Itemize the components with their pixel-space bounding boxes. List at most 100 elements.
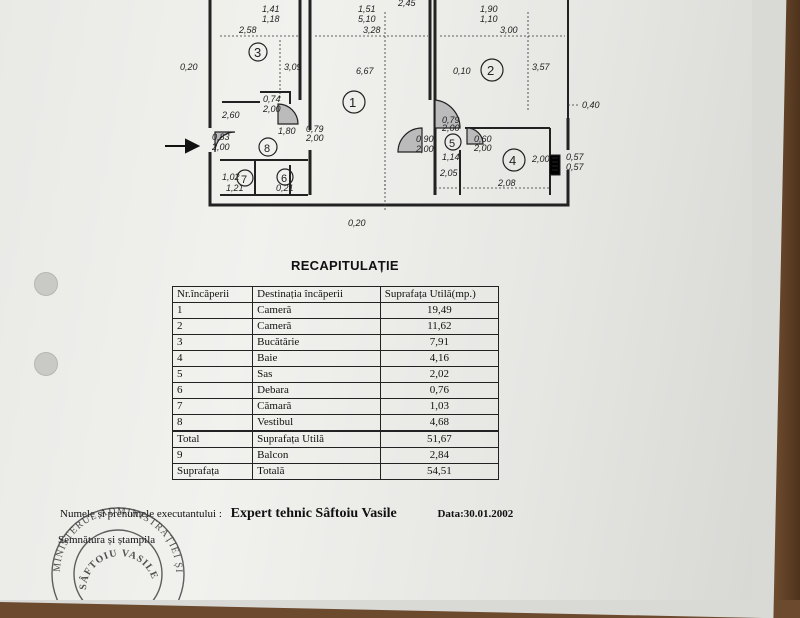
document-page: 3 1 2 4 5 6 7 8 1,41 1,18 2,58 3,09 0,20… xyxy=(0,0,752,600)
total-row: Total Suprafața Utilă 51,67 xyxy=(171,430,500,448)
floor-plan-drawing: 3 1 2 4 5 6 7 8 1,41 1,18 2,58 3,09 0,20… xyxy=(165,0,600,228)
dim-label: 2,45 xyxy=(397,0,417,8)
table-cell: Total xyxy=(171,430,254,448)
table-cell: Suprafața xyxy=(171,463,254,480)
table-cell: 9 xyxy=(171,447,254,464)
table-cell: Balcon xyxy=(252,447,381,464)
dim-label: 1,90 xyxy=(480,4,498,14)
column-header: Suprafața Utilă(mp.) xyxy=(379,286,500,303)
table-cell: 11,62 xyxy=(379,318,500,335)
executant-line: Numele și prenumele executantului : Expe… xyxy=(60,506,513,522)
column-header: Destinația încăperii xyxy=(252,286,381,303)
dim-label: 0,21 xyxy=(276,183,294,193)
dim-label: 5,10 xyxy=(358,14,376,24)
table-cell: Debara xyxy=(252,382,381,399)
dim-label: 0,79 xyxy=(442,115,460,125)
balcony-row: 9 Balcon 2,84 xyxy=(171,447,500,464)
table-cell: Bucătărie xyxy=(252,334,381,351)
dim-label: 1,41 xyxy=(262,4,280,14)
table-cell: 1 xyxy=(171,302,254,319)
table-cell: 6 xyxy=(171,382,254,399)
dim-label: 3,28 xyxy=(363,25,381,35)
dim-label: 2,60 xyxy=(221,110,240,120)
dim-label: 1,21 xyxy=(226,183,244,193)
dim-label: 0,10 xyxy=(453,66,471,76)
dim-label: 3,57 xyxy=(532,62,551,72)
dim-label: 0,20 xyxy=(180,62,198,72)
recap-table: Nr.încăperii Destinația încăperii Supraf… xyxy=(171,286,500,480)
table-cell: 54,51 xyxy=(379,463,500,480)
room-number: 5 xyxy=(449,138,455,150)
dim-label: 0,57 xyxy=(566,162,585,172)
room-number: 1 xyxy=(349,95,356,110)
dim-label: 0,40 xyxy=(582,100,600,110)
table-cell: 0,76 xyxy=(379,382,500,399)
table-cell: Cameră xyxy=(252,318,381,335)
room-number: 3 xyxy=(254,45,261,60)
table-cell: 7,91 xyxy=(379,334,500,351)
table-cell: Cămară xyxy=(252,398,381,415)
dim-label: 0,74 xyxy=(263,94,281,104)
svg-text:SÂFTOIU VASILE: SÂFTOIU VASILE xyxy=(78,548,160,590)
room-number: 7 xyxy=(241,174,247,186)
table-cell: Baie xyxy=(252,350,381,367)
dim-label: 0,57 xyxy=(566,152,585,162)
dim-label: 2,08 xyxy=(497,178,516,188)
dim-label: 2,00 xyxy=(211,142,230,152)
recap-title: RECAPITULAȚIE xyxy=(291,258,399,273)
document-date: Data:30.01.2002 xyxy=(437,508,514,520)
table-cell: 51,67 xyxy=(379,430,500,448)
dim-label: 1,10 xyxy=(480,14,498,24)
dim-label: 1,14 xyxy=(442,152,460,162)
dim-label: 2,00 xyxy=(441,123,460,133)
room-number: 6 xyxy=(281,173,287,185)
dim-label: 1,51 xyxy=(358,4,376,14)
executant-name: Expert tehnic Sâftoiu Vasile xyxy=(230,506,397,521)
floor-plan: 3 1 2 4 5 6 7 8 1,41 1,18 2,58 3,09 0,20… xyxy=(160,0,752,235)
table-cell: Totală xyxy=(252,463,381,480)
dim-label: 2,58 xyxy=(238,25,257,35)
table-cell: 7 xyxy=(171,398,254,415)
dim-label: 0,79 xyxy=(306,124,324,134)
dim-label: 2,00 xyxy=(262,104,281,114)
dim-label: 2,00 xyxy=(473,143,492,153)
table-cell: 19,49 xyxy=(379,302,500,319)
table-cell: 1,03 xyxy=(379,398,500,415)
dim-label: 3,09 xyxy=(284,62,302,72)
punch-hole xyxy=(34,352,58,376)
table-cell: 5 xyxy=(171,366,254,383)
official-stamp: MINISTERUL ADMINISTRAȚIEI ȘI INTERNELOR … xyxy=(38,482,185,600)
dim-label: 2,00 xyxy=(531,154,550,164)
room-number: 2 xyxy=(487,63,494,78)
table-header-row: Nr.încăperii Destinația încăperii Supraf… xyxy=(171,286,500,303)
dim-label: 2,00 xyxy=(415,144,434,154)
table-cell: 2,84 xyxy=(379,447,500,464)
table-cell: Suprafața Utilă xyxy=(252,430,381,448)
table-cell: 4,16 xyxy=(379,350,500,367)
dim-label: 1,02 xyxy=(222,172,240,182)
dim-label: 0,90 xyxy=(416,134,434,144)
dim-label: 0,20 xyxy=(348,218,366,228)
dim-label: 0,60 xyxy=(474,134,492,144)
dim-label: 1,18 xyxy=(262,14,280,24)
punch-hole xyxy=(34,272,58,296)
room-number: 4 xyxy=(509,153,516,168)
table-cell: Vestibul xyxy=(252,414,381,432)
table-cell: 4,68 xyxy=(379,414,500,432)
column-header: Nr.încăperii xyxy=(171,286,254,303)
table-cell: 2 xyxy=(171,318,254,335)
dim-label: 3,00 xyxy=(500,25,518,35)
table-cell: 3 xyxy=(171,334,254,351)
dim-label: 1,80 xyxy=(278,126,296,136)
room-number: 8 xyxy=(264,143,270,155)
table-cell: 4 xyxy=(171,350,254,367)
grand-total-row: Suprafața Totală 54,51 xyxy=(171,463,500,480)
dim-label: 2,00 xyxy=(305,133,324,143)
